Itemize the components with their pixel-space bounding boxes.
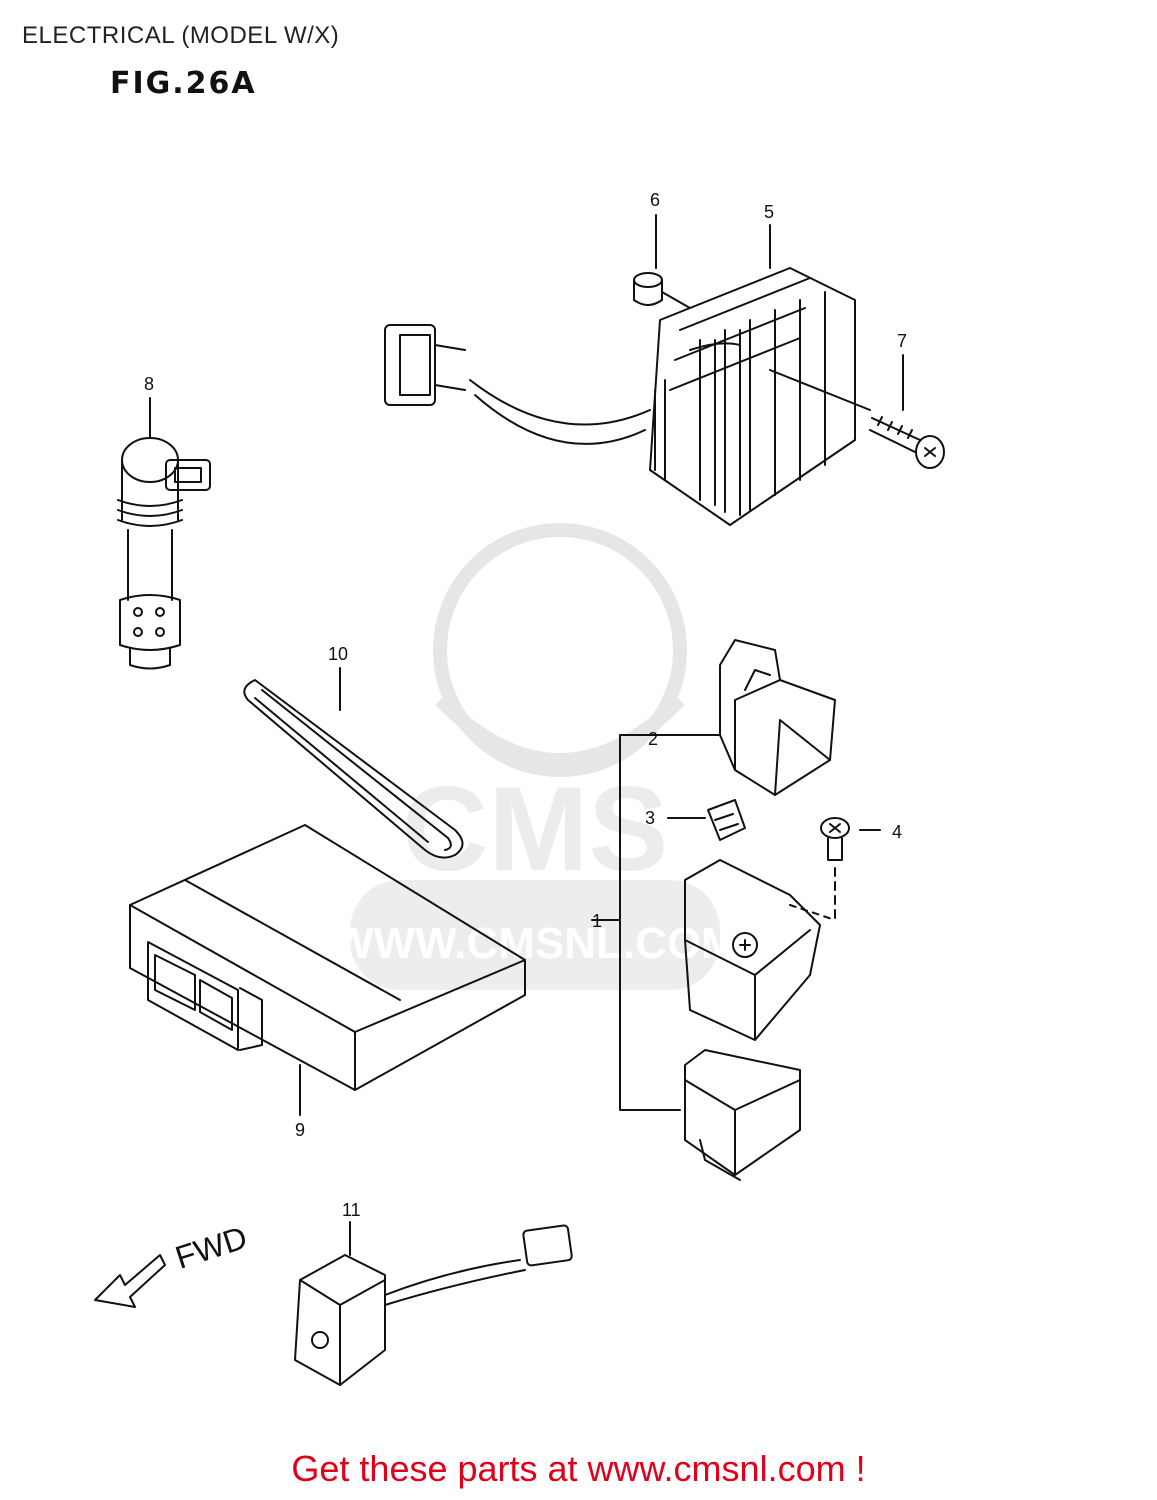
callout-5: 5 bbox=[764, 202, 774, 222]
callout-3: 3 bbox=[645, 808, 655, 828]
part-8-ignition-coil[interactable] bbox=[117, 437, 211, 670]
watermark-logo: CMS WWW.CMSNL.COM bbox=[332, 523, 738, 990]
watermark-url-text: WWW.CMSNL.COM bbox=[332, 919, 738, 968]
page-title: ELECTRICAL (MODEL W/X) bbox=[22, 22, 340, 49]
callout-2: 2 bbox=[648, 729, 658, 749]
callout-11: 11 bbox=[342, 1200, 361, 1220]
part-1-starter-relay[interactable] bbox=[684, 859, 836, 1181]
part-11-sensor[interactable] bbox=[294, 1224, 573, 1386]
part-5-regulator[interactable] bbox=[384, 267, 856, 526]
callout-10: 10 bbox=[328, 644, 348, 664]
get-parts-link[interactable]: Get these parts at www.cmsnl.com ! bbox=[291, 1448, 866, 1489]
figure-label: FIG.26A bbox=[110, 66, 257, 101]
callout-9: 9 bbox=[295, 1120, 305, 1140]
part-3-fuse[interactable] bbox=[707, 799, 746, 841]
forward-arrow-icon bbox=[94, 1254, 166, 1308]
part-7-bolt[interactable] bbox=[769, 369, 945, 469]
callout-bracket bbox=[591, 734, 881, 1111]
callout-7: 7 bbox=[897, 331, 907, 351]
part-10-seal[interactable] bbox=[243, 679, 464, 859]
callout-6: 6 bbox=[650, 190, 660, 210]
watermark-cms-text: CMS bbox=[402, 762, 669, 896]
part-4-screw[interactable] bbox=[820, 817, 850, 921]
part-9-ecm[interactable] bbox=[129, 824, 526, 1091]
part-2-relay-cover[interactable] bbox=[719, 639, 836, 796]
fwd-label: FWD bbox=[171, 1219, 251, 1276]
callout-1: 1 bbox=[592, 911, 602, 931]
callout-8: 8 bbox=[144, 374, 154, 394]
callout-4: 4 bbox=[892, 822, 902, 842]
leader-lines bbox=[149, 214, 904, 1256]
part-6-grommet[interactable] bbox=[633, 272, 691, 309]
